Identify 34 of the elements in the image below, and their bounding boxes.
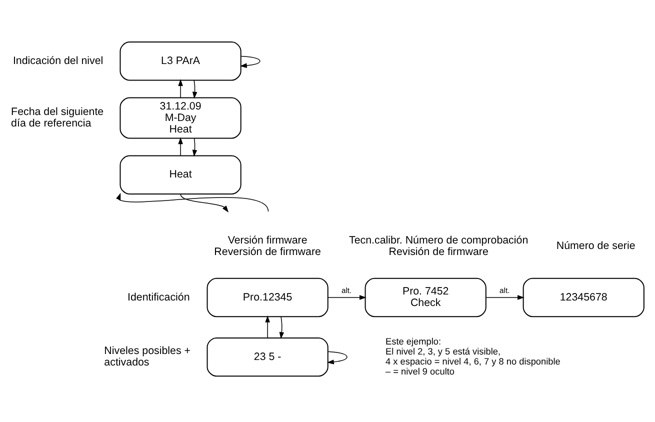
arrow	[240, 56, 260, 68]
label: Este ejemplo:	[386, 336, 442, 347]
node-box: Heat	[120, 155, 242, 194]
node-box: 23 5 -	[206, 337, 328, 377]
node-label: Versión firmware	[228, 234, 308, 246]
node-label: Fecha del siguiente día de referencia	[11, 106, 104, 130]
node-box: 31.12.09 M-Day Heat	[120, 97, 242, 139]
node-label: Tecn.calibr. Número de comprobación	[349, 234, 528, 246]
node-box: Pro. 7452 Check	[364, 278, 486, 318]
arrow	[116, 192, 269, 212]
arrow	[180, 194, 229, 212]
arrow	[192, 138, 198, 157]
label: 4 x espacio = nivel 4, 6, 7 y 8 no disponible	[386, 356, 560, 366]
node-box: L3 PArA	[120, 42, 242, 81]
arrow	[279, 316, 284, 339]
label: – = nivel 9 oculto	[386, 366, 455, 376]
arrow	[178, 79, 183, 98]
node-label: Revisión de firmware	[388, 246, 488, 258]
arrow	[265, 315, 270, 338]
arrow	[327, 351, 348, 364]
arrow	[486, 295, 524, 300]
edge-label: alt.	[342, 286, 352, 295]
arrow	[192, 80, 198, 99]
node-label: Indicación del nivel	[12, 54, 104, 67]
edge-label: alt.	[500, 286, 510, 295]
arrow	[178, 137, 183, 156]
node-label: Reversión de firmware	[214, 246, 321, 258]
node-label: Número de serie	[556, 240, 636, 252]
arrow	[328, 295, 366, 300]
label: El nivel 2, 3, y 5 está visible,	[386, 346, 501, 356]
node-box: Pro.12345	[206, 278, 328, 318]
node-label: Identificación	[127, 291, 190, 304]
node-box: 12345678	[522, 278, 644, 318]
node-label: Niveles posibles + activados	[104, 345, 191, 369]
